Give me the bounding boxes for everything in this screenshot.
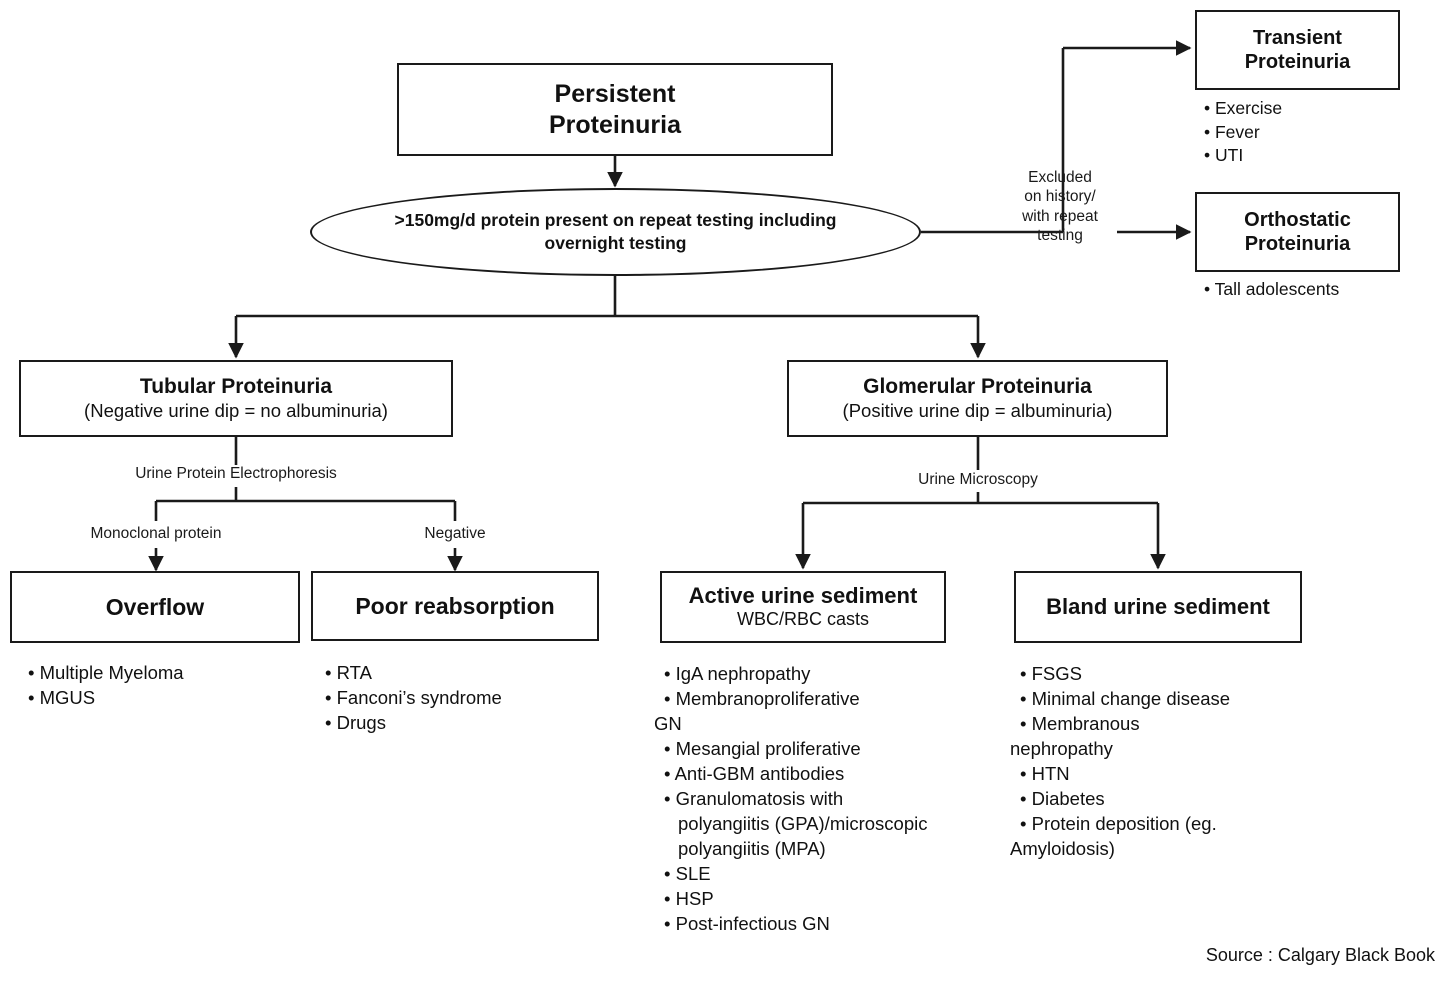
bland-sediment-title: Bland urine sediment	[1046, 593, 1270, 619]
list-item: • Anti-GBM antibodies	[664, 762, 845, 784]
glomerular-title: Glomerular Proteinuria	[863, 375, 1092, 399]
label-exclusion-criteria: Excluded on history/ with repeat testing	[1022, 169, 1098, 245]
source-attribution: Source : Calgary Black Book	[1205, 945, 1435, 965]
list-item-continuation: polyangiitis (GPA)/microscopic polyangii…	[678, 812, 928, 859]
list-active-sediment-causes: • IgA nephropathy • Membranoproliferativ…	[654, 662, 999, 937]
list-item: • Drugs	[325, 711, 386, 733]
node-poor-reabsorption[interactable]: Poor reabsorption	[311, 571, 599, 641]
list-item: • Mesangial proliferative	[664, 737, 861, 759]
label-monoclonal-protein: Monoclonal protein	[90, 525, 222, 542]
list-transient-causes: • Exercise • Fever • UTI	[1204, 97, 1404, 168]
list-item: • Exercise	[1204, 98, 1283, 118]
node-bland-urine-sediment[interactable]: Bland urine sediment	[1014, 571, 1302, 643]
list-item: • Membranous	[1020, 712, 1140, 734]
transient-title-line1: Transient	[1253, 26, 1342, 49]
list-item-continuation: GN	[654, 712, 682, 734]
label-urine-microscopy: Urine Microscopy	[918, 471, 1038, 488]
active-sediment-subtitle: WBC/RBC casts	[736, 609, 869, 630]
persistent-title-line1: Persistent	[554, 80, 676, 108]
list-item: • Diabetes	[1020, 787, 1105, 809]
list-item: • Multiple Myeloma	[28, 662, 184, 683]
list-item: • RTA	[325, 662, 372, 683]
list-item: • MGUS	[28, 686, 96, 708]
tubular-subtitle: (Negative urine dip = no albuminuria)	[84, 400, 388, 422]
overflow-title: Overflow	[105, 593, 205, 620]
list-bland-sediment-causes: • FSGS • Minimal change disease • Membra…	[1010, 662, 1320, 862]
node-overflow[interactable]: Overflow	[10, 571, 300, 643]
persistent-title-line2: Proteinuria	[549, 110, 681, 139]
list-item: • FSGS	[1020, 663, 1082, 684]
label-negative: Negative	[424, 525, 486, 542]
list-item: • Protein deposition (eg.	[1020, 812, 1217, 834]
list-item: • HSP	[664, 887, 714, 909]
node-glomerular-proteinuria[interactable]: Glomerular Proteinuria (Positive urine d…	[787, 360, 1168, 437]
list-item-continuation: nephropathy	[1010, 737, 1113, 759]
list-item: • Tall adolescents	[1204, 279, 1340, 299]
transient-title-line2: Proteinuria	[1244, 51, 1351, 73]
list-item: • Granulomatosis with	[664, 787, 844, 809]
orthostatic-title-line1: Orthostatic	[1244, 208, 1351, 231]
criteria-line1: >150mg/d protein present on repeat testi…	[394, 210, 837, 231]
node-transient-proteinuria[interactable]: Transient Proteinuria	[1195, 10, 1400, 90]
list-item: • Fanconi’s syndrome	[325, 686, 502, 708]
list-item: • UTI	[1204, 145, 1244, 166]
list-item: • IgA nephropathy	[664, 663, 811, 684]
list-overflow-causes: • Multiple Myeloma • MGUS	[28, 661, 308, 711]
list-orthostatic-causes: • Tall adolescents	[1204, 278, 1434, 302]
node-tubular-proteinuria[interactable]: Tubular Proteinuria (Negative urine dip …	[19, 360, 453, 437]
node-criteria-ellipse[interactable]: >150mg/d protein present on repeat testi…	[310, 188, 921, 276]
list-poor-reabsorption-causes: • RTA • Fanconi’s syndrome • Drugs	[325, 661, 605, 736]
list-item: • Post-infectious GN	[664, 912, 830, 934]
list-item-continuation: Amyloidosis)	[1010, 837, 1115, 859]
list-item: • Membranoproliferative	[664, 687, 860, 709]
node-active-urine-sediment[interactable]: Active urine sediment WBC/RBC casts	[660, 571, 946, 643]
list-item: • HTN	[1020, 762, 1070, 784]
node-persistent-proteinuria[interactable]: Persistent Proteinuria	[397, 63, 833, 156]
list-item: • Fever	[1204, 121, 1260, 142]
active-sediment-title: Active urine sediment	[688, 582, 918, 608]
poor-reabsorption-title: Poor reabsorption	[355, 592, 555, 619]
glomerular-subtitle: (Positive urine dip = albuminuria)	[842, 400, 1113, 422]
criteria-line2: overnight testing	[544, 233, 687, 253]
node-orthostatic-proteinuria[interactable]: Orthostatic Proteinuria	[1195, 192, 1400, 272]
tubular-title: Tubular Proteinuria	[139, 375, 333, 399]
label-urine-protein-electrophoresis: Urine Protein Electrophoresis	[135, 465, 337, 482]
orthostatic-title-line2: Proteinuria	[1244, 233, 1351, 255]
list-item: • SLE	[664, 862, 711, 884]
list-item: • Minimal change disease	[1020, 687, 1231, 709]
